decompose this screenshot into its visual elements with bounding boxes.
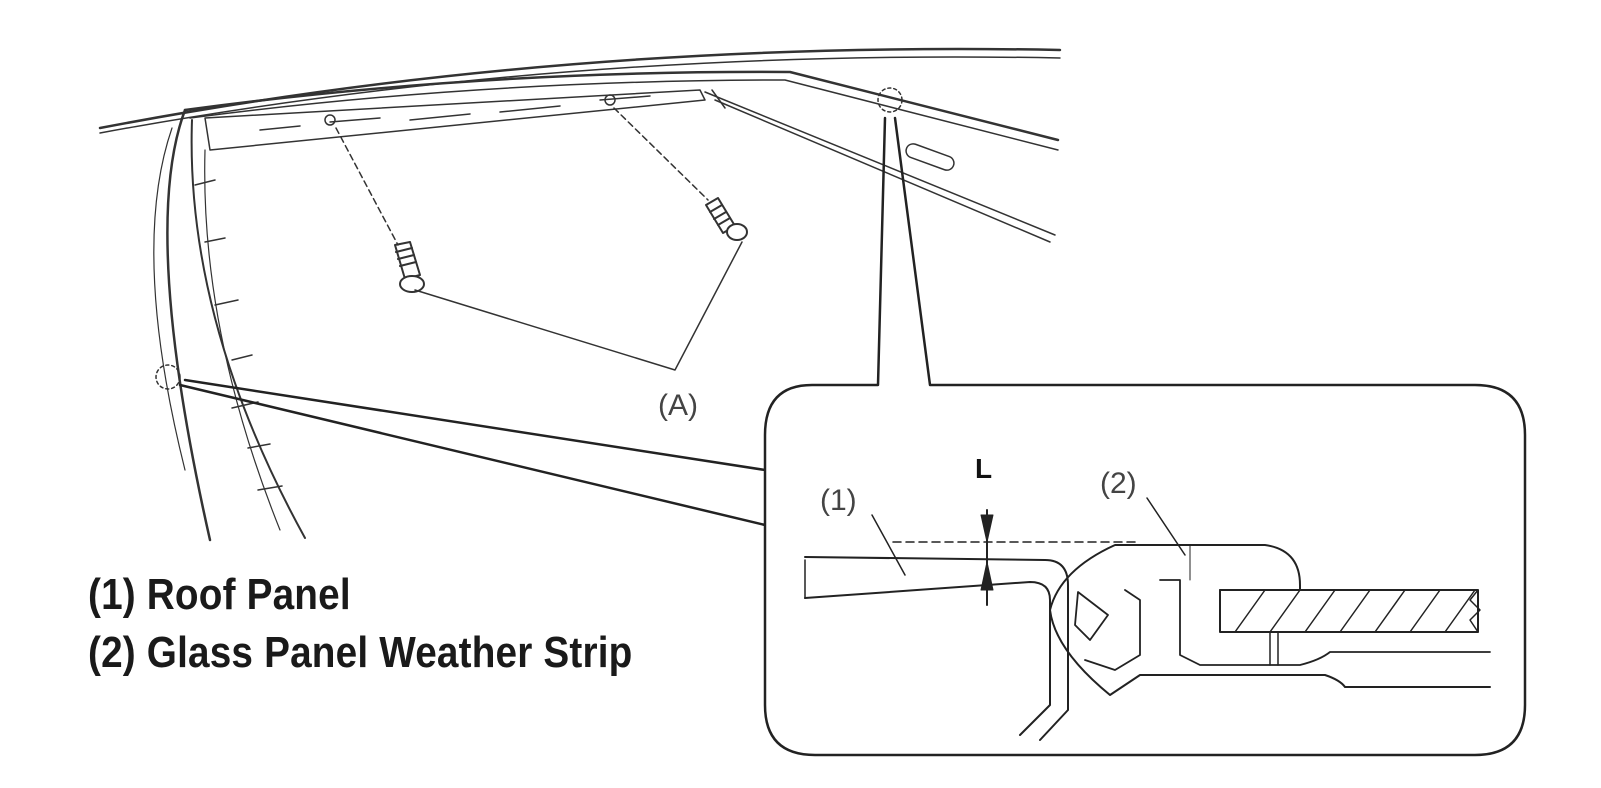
slot <box>905 143 955 171</box>
detail-box-outline <box>178 116 1527 757</box>
header-strip <box>204 89 706 151</box>
legend-item-weather-strip: (2) Glass Panel Weather Strip <box>88 628 633 677</box>
pillar-mid <box>153 127 186 471</box>
opening-rail <box>704 91 1056 243</box>
roof-edge-inner <box>99 56 1061 134</box>
callout-1: (1) <box>820 484 857 517</box>
roof-edge-line <box>183 70 1060 142</box>
detail-circle-right <box>877 87 903 113</box>
glass-panel <box>1219 589 1479 633</box>
screw-guide-dashed <box>335 107 709 246</box>
pillar-inner-2 <box>204 149 281 531</box>
legend: (1) Roof Panel (2) Glass Panel Weather S… <box>88 566 633 682</box>
callout-2: (2) <box>1100 467 1137 500</box>
callout-2-leader <box>1146 497 1186 556</box>
clip-hole <box>604 94 616 106</box>
dimension-l-label: L <box>975 453 992 484</box>
weather-strip <box>1049 544 1491 696</box>
pillar-outer <box>166 108 212 542</box>
pillar-inner <box>190 119 306 539</box>
callout-1-leader <box>871 514 906 576</box>
roof-overview <box>98 47 1062 542</box>
screw-a2 <box>705 197 748 241</box>
callout-a: (A) <box>658 389 698 422</box>
callout-a-leader <box>414 241 743 371</box>
detail-circle-left <box>155 364 181 390</box>
clip-hole <box>324 114 336 126</box>
glass-hatch <box>1234 589 1476 633</box>
roof-edge-line-2 <box>189 79 1059 151</box>
detail-box <box>178 116 1527 757</box>
legend-item-roof-panel: (1) Roof Panel <box>88 570 351 619</box>
screw-a1 <box>394 241 425 293</box>
roof-panel-section <box>804 556 1069 741</box>
